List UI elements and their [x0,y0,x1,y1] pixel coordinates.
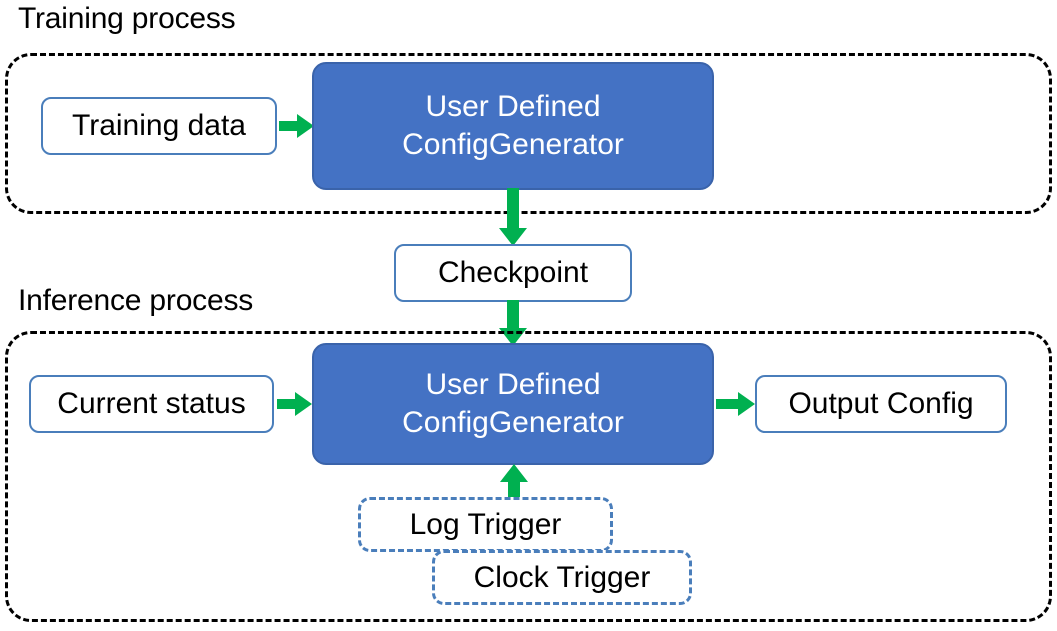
arrow-checkpoint-to-inference-generator [498,300,528,348]
arrow-triggers-to-generator [499,464,529,504]
node-training-data[interactable]: Training data [41,97,277,155]
training-process-label: Training process [18,2,236,35]
inference-process-container [5,331,1052,622]
node-checkpoint[interactable]: Checkpoint [394,244,632,302]
arrow-generator-to-checkpoint [498,188,528,248]
inference-process-label: Inference process [18,284,254,317]
node-inference-config-generator[interactable]: User Defined ConfigGenerator [312,343,714,465]
node-current-status[interactable]: Current status [29,375,274,433]
arrow-training-data-to-generator [279,113,315,139]
node-output-config[interactable]: Output Config [755,375,1007,433]
node-clock-trigger[interactable]: Clock Trigger [432,550,692,605]
arrow-generator-to-output-config [716,391,756,417]
node-log-trigger[interactable]: Log Trigger [358,497,613,552]
node-training-config-generator[interactable]: User Defined ConfigGenerator [312,62,714,190]
arrow-current-status-to-generator [277,391,313,417]
training-process-container [5,53,1052,214]
